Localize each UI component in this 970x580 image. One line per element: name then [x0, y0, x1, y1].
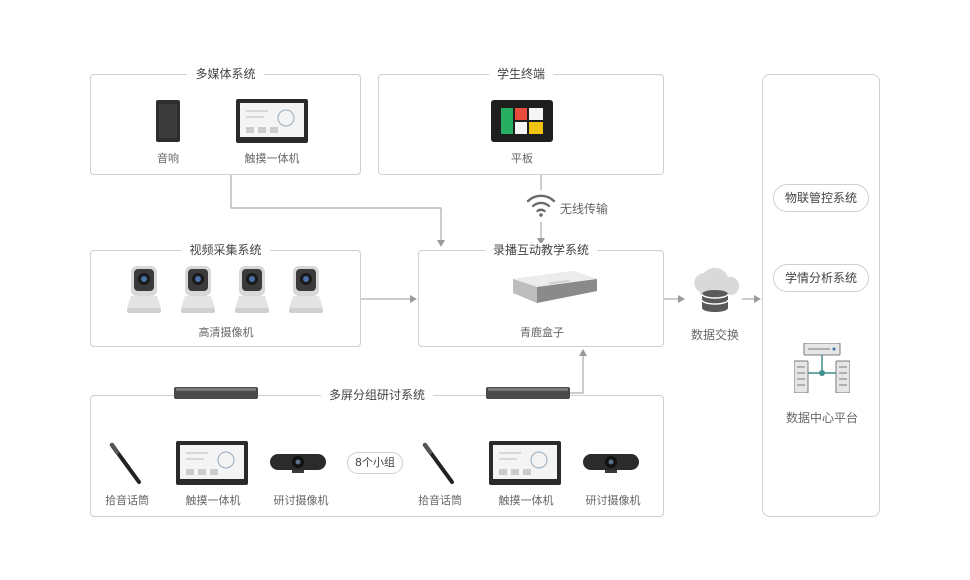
left-discussion-camera-label: 研讨摄像机	[273, 494, 329, 507]
multimedia-system-title: 多媒体系统	[187, 67, 264, 81]
data-exchange-label: 数据交换	[690, 328, 739, 342]
qinglu-box-label: 青鹿盒子	[520, 326, 564, 339]
right-conference-camera-icon	[583, 454, 639, 473]
touch-panel-icon	[236, 99, 308, 143]
left-mic-label: 拾音话筒	[105, 494, 149, 507]
tablet-label: 平板	[511, 152, 533, 165]
wifi-icon	[526, 194, 556, 217]
right-group-box-icon	[486, 387, 570, 399]
left-group-box-icon	[174, 387, 258, 399]
camera-icon-4	[289, 266, 323, 313]
right-microphone-icon	[422, 442, 454, 484]
right-touch-panel-label: 触摸一体机	[498, 494, 554, 507]
right-discussion-camera-label: 研讨摄像机	[585, 494, 641, 507]
hd-camera-label: 高清摄像机	[198, 326, 254, 339]
data-center-box: 物联管控系统 学情分析系统 数据中心平台	[762, 74, 880, 517]
left-microphone-icon	[109, 442, 141, 484]
recording-system-box: 录播互动教学系统 青鹿盒子	[418, 243, 664, 347]
multiscreen-system-title: 多屏分组研讨系统	[320, 388, 433, 402]
left-touch-panel-label: 触摸一体机	[185, 494, 241, 507]
right-touch-panel-icon	[489, 441, 561, 485]
wireless-label: 无线传输	[560, 202, 609, 216]
speaker-label: 音响	[157, 152, 179, 165]
learning-analysis-pill: 学情分析系统	[773, 264, 869, 292]
camera-icon-1	[127, 266, 161, 313]
group-count-badge: 8个小组	[347, 452, 403, 474]
server-cluster-icon	[794, 343, 850, 393]
right-mic-label: 拾音话筒	[418, 494, 462, 507]
video-capture-box: 视频采集系统 高清摄像机	[90, 243, 361, 347]
data-center-label: 数据中心平台	[785, 411, 858, 425]
recording-system-title: 录播互动教学系统	[484, 243, 597, 257]
tablet-icon	[491, 100, 553, 142]
left-conference-camera-icon	[270, 454, 326, 473]
left-touch-panel-icon	[176, 441, 248, 485]
student-terminal-box: 学生终端 平板	[378, 67, 664, 175]
touch-panel-label: 触摸一体机	[244, 152, 300, 165]
multimedia-system-box: 多媒体系统 音响 触摸一体机	[90, 67, 361, 175]
student-terminal-title: 学生终端	[488, 67, 553, 81]
data-exchange-icon	[694, 268, 740, 312]
camera-icon-2	[181, 266, 215, 313]
iot-management-pill: 物联管控系统	[773, 184, 869, 212]
qinglu-box-icon	[513, 271, 597, 303]
video-capture-title: 视频采集系统	[181, 243, 270, 257]
camera-icon-3	[235, 266, 269, 313]
speaker-icon	[156, 100, 180, 142]
